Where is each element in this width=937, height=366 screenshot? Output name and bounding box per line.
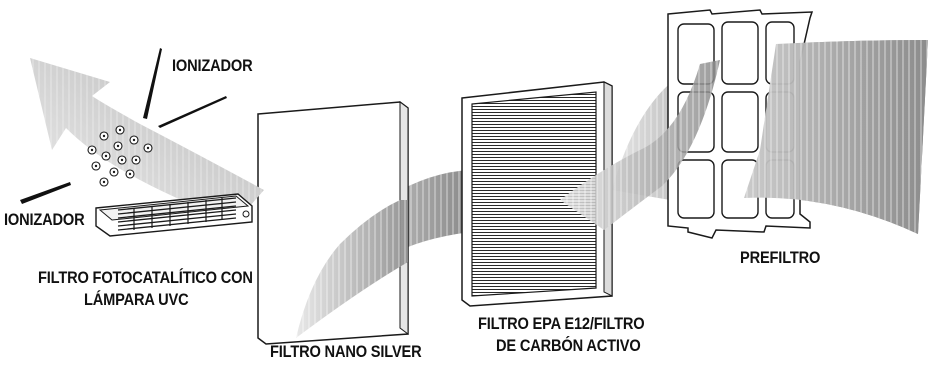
ionizer-emission-lines xyxy=(20,48,227,204)
ionizer-label-top: IONIZADOR xyxy=(172,56,253,75)
emission-line xyxy=(20,182,71,204)
prefilter-sheet-overlay xyxy=(744,40,928,234)
photocatalytic-label-line2: LÁMPARA UVC xyxy=(84,290,189,309)
emission-line xyxy=(158,96,227,128)
epa-filter-label-line2: DE CARBÓN ACTIVO xyxy=(496,336,641,355)
airflow-ribbon-through-epa xyxy=(560,60,720,230)
photocatalytic-label-line1: FILTRO FOTOCATALÍTICO CON xyxy=(38,268,253,287)
epa-filter-label-line1: FILTRO EPA E12/FILTRO xyxy=(478,314,645,333)
prefilter-label: PREFILTRO xyxy=(740,248,821,267)
emission-line xyxy=(143,48,162,119)
airflow-arrow xyxy=(30,58,264,222)
nano-silver-label: FILTRO NANO SILVER xyxy=(270,342,422,361)
airflow-ribbon-over-nano xyxy=(296,200,408,338)
ionizer-label-left: IONIZADOR xyxy=(4,210,85,229)
photocatalytic-uvc-lamp xyxy=(95,193,253,237)
